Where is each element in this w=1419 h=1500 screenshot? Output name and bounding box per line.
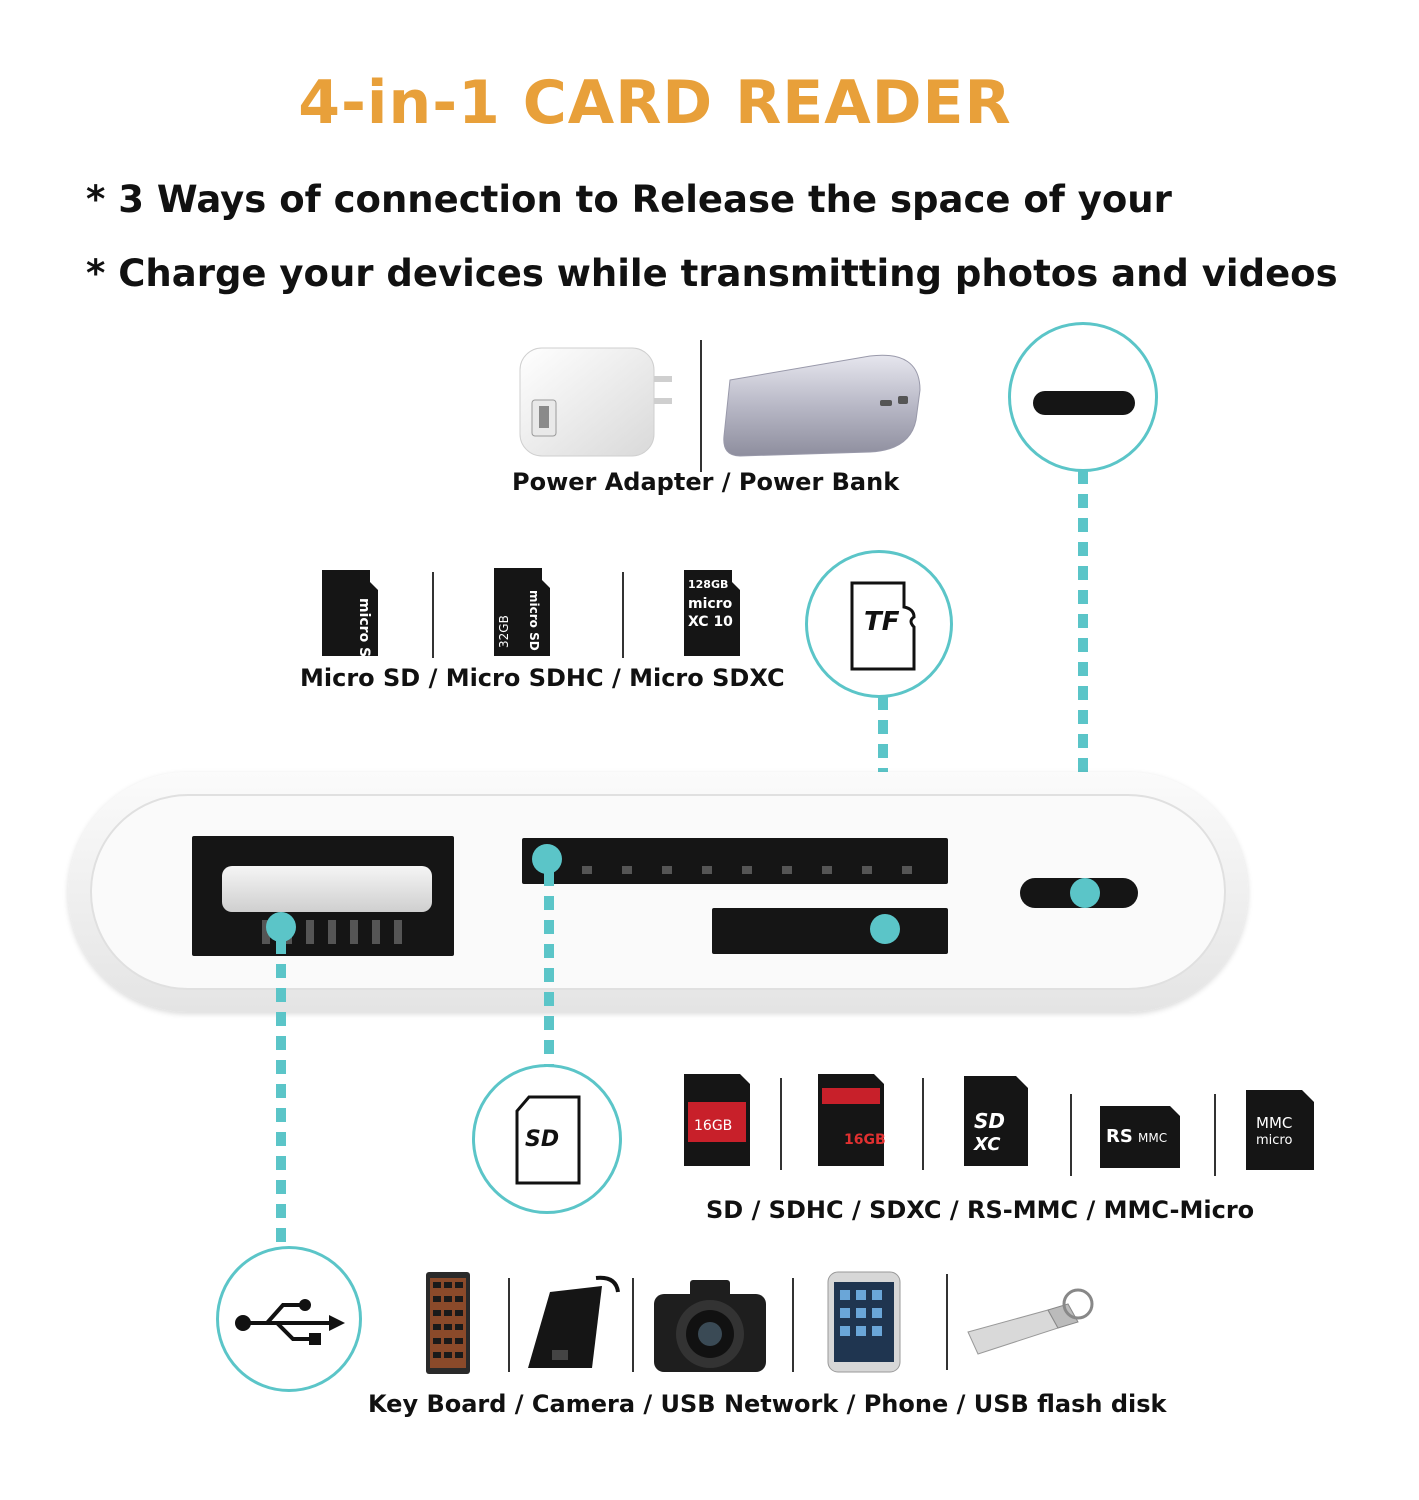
power-adapter-icon — [512, 342, 682, 462]
lightning-port-dot — [1070, 878, 1100, 908]
power-bank-icon — [720, 350, 925, 460]
svg-text:XC: XC — [973, 1134, 1001, 1155]
sd-slot-callout: SD — [472, 1064, 622, 1214]
sd-divider-1 — [780, 1078, 782, 1170]
rs-mmc-card-icon: RS MMC — [1098, 1104, 1182, 1170]
micro-sdxc-card-icon: 128GB micro XC 10 — [680, 568, 746, 658]
svg-text:XC 10: XC 10 — [688, 614, 733, 630]
svg-text:MMC: MMC — [1256, 1114, 1292, 1132]
micro-divider-2 — [622, 572, 624, 658]
tf-slot-callout: TF — [805, 550, 953, 698]
sd-card-slot[interactable] — [522, 838, 948, 884]
svg-text:micro SD: micro SD — [356, 598, 372, 658]
micro-divider-1 — [432, 572, 434, 658]
tf-card-icon — [848, 579, 920, 673]
usb-flash-disk-icon — [962, 1282, 1098, 1362]
tf-slot-dot — [870, 914, 900, 944]
micro-sd-caption: Micro SD / Micro SDHC / Micro SDXC — [300, 664, 785, 692]
usb-port-callout — [216, 1246, 362, 1392]
usb-a-port[interactable] — [192, 836, 454, 956]
usb-devices-caption: Key Board / Camera / USB Network / Phone… — [368, 1390, 1167, 1418]
lightning-port-icon — [1033, 391, 1135, 415]
usb-network-adapter-icon — [522, 1272, 622, 1376]
tf-card-slot[interactable] — [712, 908, 948, 954]
svg-text:128GB: 128GB — [688, 578, 728, 591]
usb-connector-line — [276, 940, 286, 1244]
sd-divider-4 — [1214, 1094, 1216, 1176]
usb-port-dot — [266, 912, 296, 942]
sdxc-card-icon: SD XC — [960, 1074, 1032, 1168]
bullet-connection: * 3 Ways of connection to Release the sp… — [86, 178, 1172, 221]
power-divider — [700, 340, 702, 472]
svg-text:16GB: 16GB — [844, 1132, 886, 1148]
sd-slot-pins — [582, 866, 932, 874]
sd-connector-line — [544, 872, 554, 1066]
mmc-micro-card-icon: MMC micro — [1244, 1088, 1316, 1172]
svg-text:MMC: MMC — [1138, 1131, 1167, 1145]
svg-text:micro SD: micro SD — [527, 590, 541, 651]
svg-text:RS: RS — [1106, 1126, 1133, 1147]
tf-label: TF — [864, 607, 900, 637]
svg-text:16GB: 16GB — [694, 1118, 732, 1134]
svg-text:32GB: 32GB — [497, 615, 511, 648]
lightning-connector-line — [1078, 470, 1088, 890]
sd-label: SD — [525, 1127, 560, 1152]
sd-caption: SD / SDHC / SDXC / RS-MMC / MMC-Micro — [706, 1196, 1255, 1224]
sd-slot-dot — [532, 844, 562, 874]
sd-divider-3 — [1070, 1094, 1072, 1176]
svg-text:micro: micro — [688, 596, 733, 612]
sd-card-icon: 16GB — [680, 1072, 752, 1168]
phone-icon — [826, 1270, 902, 1374]
usb-divider-1 — [508, 1278, 510, 1372]
usb-divider-3 — [792, 1278, 794, 1372]
sd-card-outline-icon — [513, 1093, 585, 1187]
page-title: 4-in-1 CARD READER — [298, 68, 1012, 138]
svg-text:SD: SD — [974, 1109, 1005, 1133]
micro-sd-card-icon: micro SD — [318, 568, 384, 658]
camera-icon — [650, 1270, 770, 1376]
usb-divider-2 — [632, 1278, 634, 1372]
power-caption: Power Adapter / Power Bank — [512, 468, 900, 496]
micro-sdhc-card-icon: 32GB micro SD — [490, 566, 556, 658]
usb-symbol-icon — [231, 1293, 351, 1353]
usb-divider-4 — [946, 1274, 948, 1370]
bullet-charge: * Charge your devices while transmitting… — [86, 252, 1338, 295]
keyboard-icon — [424, 1270, 472, 1376]
sd-divider-2 — [922, 1078, 924, 1170]
lightning-port-callout — [1008, 322, 1158, 472]
sdhc-card-icon: 16GB — [814, 1072, 886, 1168]
svg-text:micro: micro — [1256, 1133, 1292, 1148]
usb-port-tongue — [222, 866, 432, 912]
